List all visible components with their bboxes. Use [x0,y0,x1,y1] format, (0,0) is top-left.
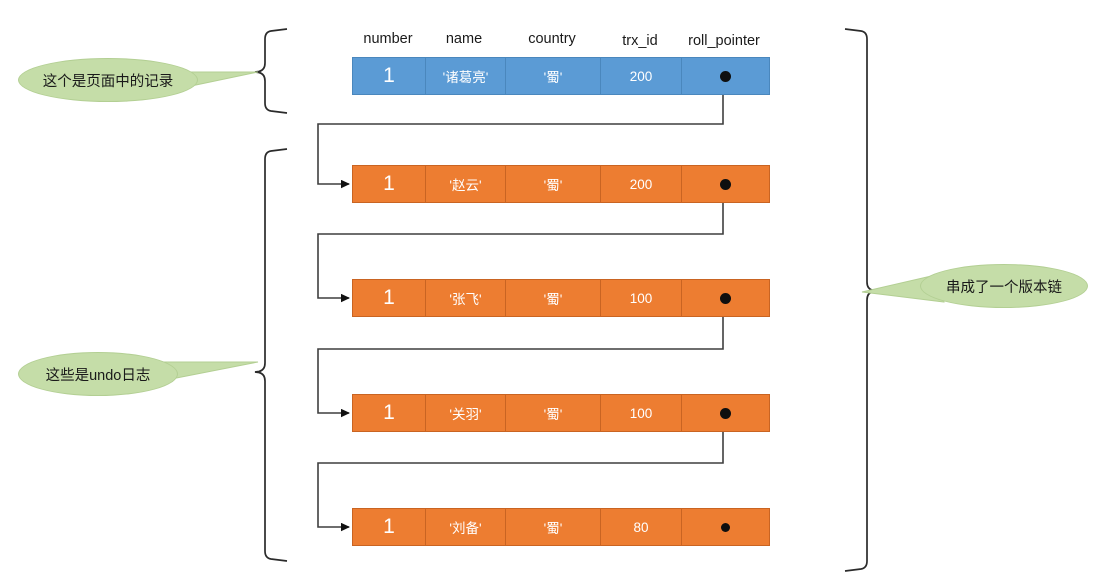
cell-number: 1 [353,58,426,94]
pointer-dot-icon [721,522,730,532]
cell-number: 1 [353,166,426,202]
callout-version-chain: 串成了一个版本链 [920,264,1088,308]
undo-row-1[interactable]: 1 '赵云' '蜀' 200 [352,165,770,203]
column-header-country: country [528,31,576,47]
column-header-number: number [363,31,413,47]
cell-roll-pointer [682,166,769,202]
undo-row-2[interactable]: 1 '张飞' '蜀' 100 [352,279,770,317]
callout-page-record: 这个是页面中的记录 [18,58,198,102]
pointer-dot-icon [720,407,731,419]
pointer-dot-icon [720,178,731,190]
cell-name: '关羽' [426,395,506,431]
cell-country: '蜀' [506,58,601,94]
cell-number: 1 [353,395,426,431]
chain-brace [844,28,878,572]
cell-name: '诸葛亮' [426,58,506,94]
undo-row-3[interactable]: 1 '关羽' '蜀' 100 [352,394,770,432]
cell-country: '蜀' [506,509,601,545]
cell-number: 1 [353,509,426,545]
cell-roll-pointer [682,509,769,545]
cell-name: '赵云' [426,166,506,202]
record-row-page[interactable]: 1 '诸葛亮' '蜀' 200 [352,57,770,95]
callout-undo-log: 这些是undo日志 [18,352,178,396]
cell-roll-pointer [682,280,769,316]
record-brace [254,28,288,114]
pointer-dot-icon [720,292,731,304]
cell-trx-id: 80 [601,509,682,545]
cell-number: 1 [353,280,426,316]
cell-country: '蜀' [506,280,601,316]
column-header-trx-id: trx_id [622,33,658,49]
cell-trx-id: 200 [601,58,682,94]
cell-roll-pointer [682,58,769,94]
cell-trx-id: 100 [601,395,682,431]
cell-trx-id: 100 [601,280,682,316]
cell-country: '蜀' [506,395,601,431]
cell-trx-id: 200 [601,166,682,202]
column-header-roll-pointer: roll_pointer [688,33,760,49]
column-header-name: name [445,31,483,47]
pointer-dot-icon [720,70,731,82]
undo-brace [254,148,288,562]
undo-row-4[interactable]: 1 '刘备' '蜀' 80 [352,508,770,546]
cell-roll-pointer [682,395,769,431]
cell-name: '张飞' [426,280,506,316]
cell-name: '刘备' [426,509,506,545]
cell-country: '蜀' [506,166,601,202]
